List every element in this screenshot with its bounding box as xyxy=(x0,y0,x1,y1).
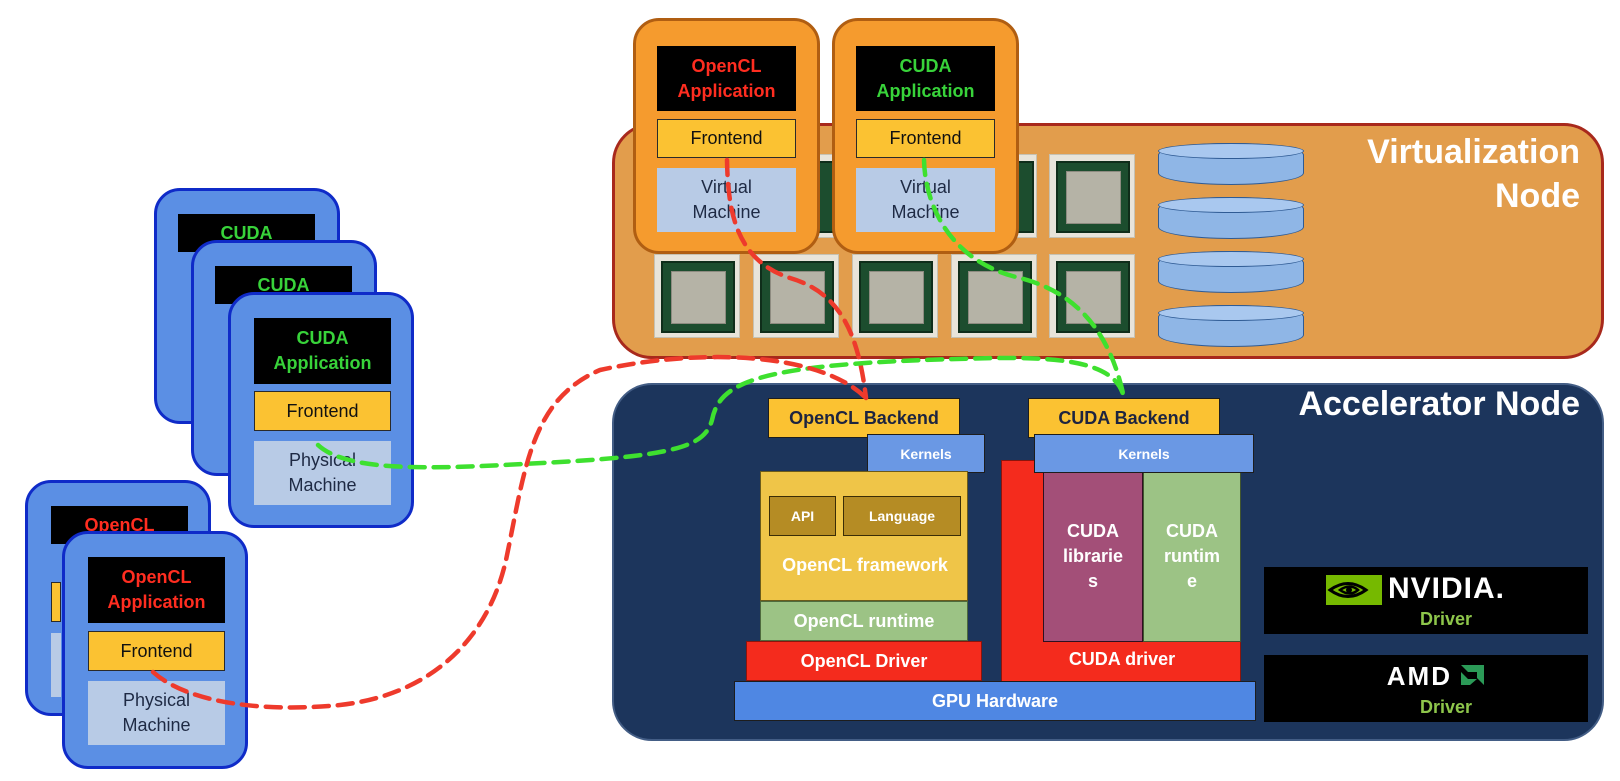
virtual-machine-opencl: Virtual Machine xyxy=(657,168,796,232)
storage-disk-icon xyxy=(1158,143,1304,185)
opencl-pm-app-line2: Application xyxy=(107,592,206,612)
nvidia-eye-icon xyxy=(1326,575,1382,605)
pm-line1: Physical xyxy=(122,690,191,710)
cuda-application-label: CUDA Application xyxy=(856,46,995,111)
opencl-driver: OpenCL Driver xyxy=(746,641,982,681)
vm-cuda-frontend: Frontend xyxy=(856,119,995,158)
nvidia-logo: NVIDIA. xyxy=(1388,572,1506,605)
pm-line2: Machine xyxy=(122,715,191,735)
cuda-pm-link xyxy=(315,355,1127,470)
cuda-runtime: CUDA runtim e xyxy=(1143,471,1241,642)
opencl-pm-back-frontend xyxy=(51,582,61,622)
nvidia-driver-label: Driver xyxy=(1419,608,1473,629)
storage-disk-icon xyxy=(1158,305,1304,347)
virtualization-node-title-line2: Node xyxy=(1495,177,1580,215)
virtualization-node-title: Virtualization Node xyxy=(1260,130,1580,218)
amd-driver-label: Driver xyxy=(1419,696,1473,717)
opencl-application-label: OpenCL Application xyxy=(657,46,796,111)
opencl-backend: OpenCL Backend xyxy=(768,398,960,438)
cuda-pm-app-line1: CUDA xyxy=(296,328,349,348)
cuda-vm-link xyxy=(921,157,1127,401)
opencl-app-line1: OpenCL xyxy=(691,55,762,76)
opencl-pm-link xyxy=(150,354,869,710)
virtualization-node-title-line1: Virtualization xyxy=(1367,133,1580,171)
vm-opencl-frontend: Frontend xyxy=(657,119,796,158)
cuda-physical-machine: Physical Machine xyxy=(254,441,391,505)
cuda-runtime-line3: e xyxy=(1186,571,1197,591)
opencl-pm-back-machine xyxy=(51,633,61,697)
cuda-runtime-line1: CUDA xyxy=(1166,521,1218,541)
opencl-pm-application-label: OpenCL Application xyxy=(88,557,225,623)
amd-logo: AMD xyxy=(1386,661,1452,691)
accelerator-node-title: Accelerator Node xyxy=(1298,385,1580,423)
opencl-vm-link xyxy=(724,157,869,401)
cuda-libraries: CUDA librarie s xyxy=(1043,471,1143,642)
opencl-physical-machine: Physical Machine xyxy=(88,681,225,745)
cuda-pm-frontend: Frontend xyxy=(254,391,391,431)
cuda-libraries-line3: s xyxy=(1087,571,1098,591)
opencl-runtime: OpenCL runtime xyxy=(760,601,968,641)
cpu-chip-icon xyxy=(1049,154,1135,238)
cuda-libraries-line2: librarie xyxy=(1062,546,1124,566)
nvidia-driver: NVIDIA. Driver xyxy=(1264,567,1588,634)
opencl-language: Language xyxy=(843,496,961,536)
pm-line2: Machine xyxy=(288,475,357,495)
opencl-framework: API Language OpenCL framework xyxy=(760,471,968,601)
vm-opencl-stack: OpenCL Application Frontend Virtual Mach… xyxy=(633,18,820,254)
storage-disk-icon xyxy=(1158,197,1304,239)
vm-line2: Machine xyxy=(692,202,761,222)
cuda-kernels: Kernels xyxy=(1034,434,1254,473)
cuda-runtime-line2: runtim xyxy=(1164,546,1220,566)
opencl-api: API xyxy=(769,496,836,536)
opencl-pm-app-line1: OpenCL xyxy=(121,567,192,587)
cuda-app-line1: CUDA xyxy=(899,55,952,76)
cuda-pm-application-label: CUDA Application xyxy=(254,318,391,384)
storage-disk-icon xyxy=(1158,251,1304,293)
amd-driver: AMD Driver xyxy=(1264,655,1588,722)
cpu-chip-icon xyxy=(852,254,938,338)
opencl-framework-label: OpenCL framework xyxy=(782,554,948,575)
gpu-hardware: GPU Hardware xyxy=(734,681,1256,721)
vm-line2: Machine xyxy=(891,202,960,222)
cuda-driver: CUDA driver xyxy=(1068,648,1176,669)
opencl-kernels: Kernels xyxy=(867,434,985,473)
cuda-pm-app-line2: Application xyxy=(273,353,372,373)
cpu-chip-icon xyxy=(654,254,740,338)
cuda-backend: CUDA Backend xyxy=(1028,398,1220,438)
opencl-app-line2: Application xyxy=(677,80,776,101)
amd-arrow-icon xyxy=(1458,665,1484,685)
cuda-physical-machine-stack: CUDA Application Frontend Physical Machi… xyxy=(228,292,414,528)
opencl-physical-machine-stack: OpenCL Application Frontend Physical Mac… xyxy=(62,531,248,769)
cuda-app-line2: Application xyxy=(876,80,975,101)
opencl-pm-frontend: Frontend xyxy=(88,631,225,671)
cuda-libraries-line1: CUDA xyxy=(1067,521,1119,541)
